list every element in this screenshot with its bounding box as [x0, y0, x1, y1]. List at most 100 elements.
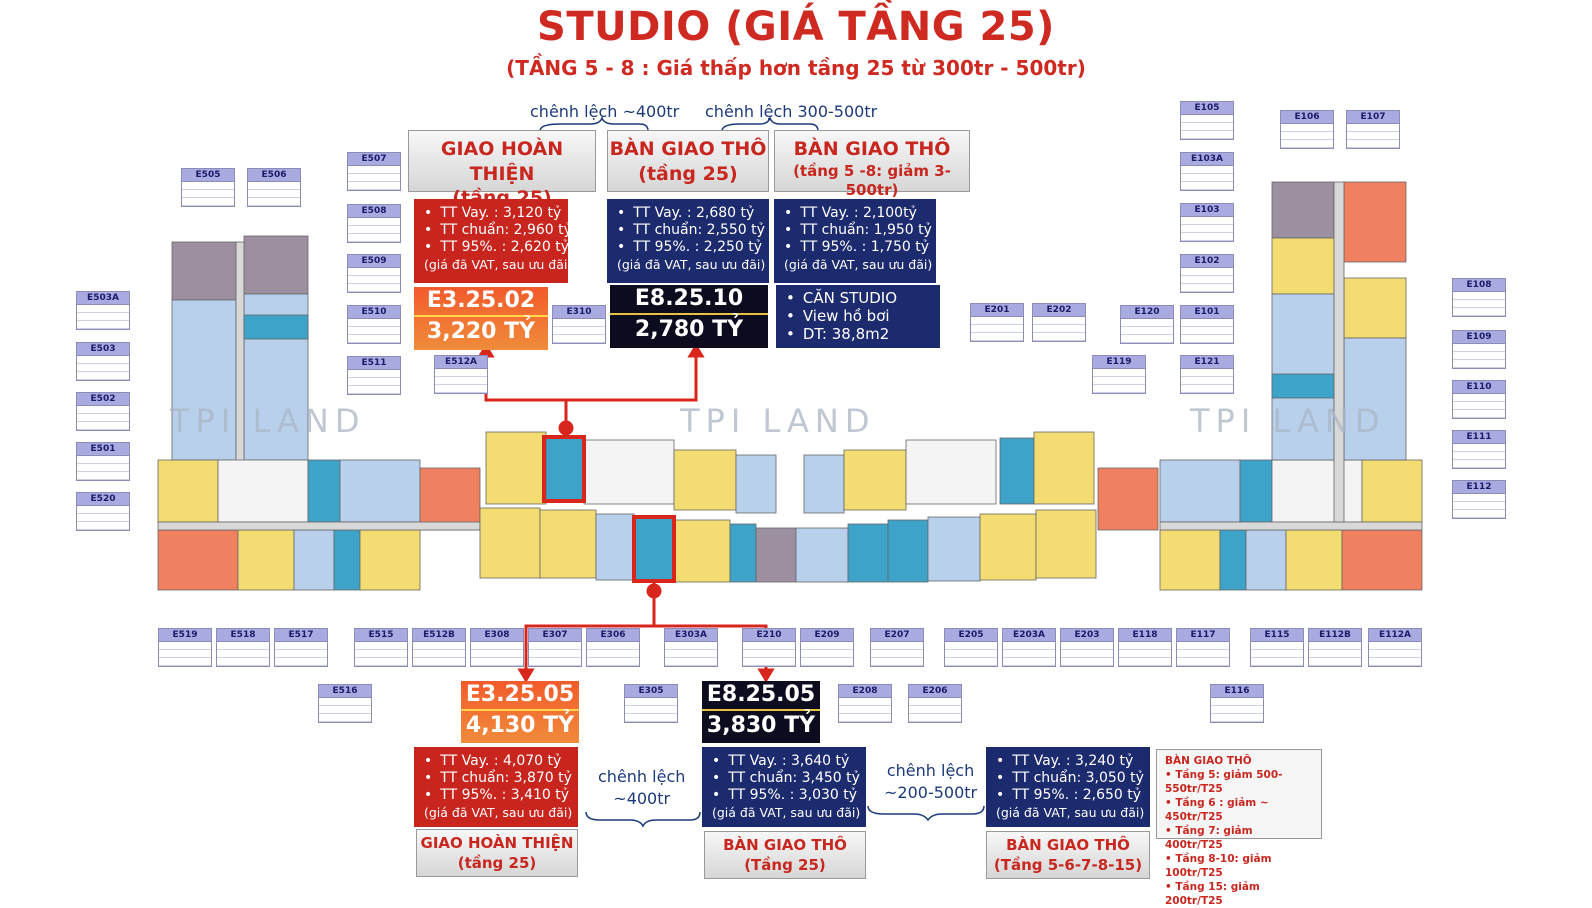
header-top-raw-5-8: BÀN GIAO THÔ(tầng 5 -8: giảm 3-500tr) [774, 130, 970, 199]
unit-details [665, 642, 717, 666]
unit-details [587, 642, 639, 666]
apartment-block [1159, 459, 1241, 523]
unit-code: E207 [871, 629, 923, 642]
apartment-block [795, 527, 849, 583]
apartment-block [359, 529, 421, 591]
unit-details [1453, 292, 1505, 316]
unit-details [159, 642, 211, 666]
unit-code: E120 [1121, 306, 1173, 319]
unit-label-e510: E510 [347, 305, 401, 344]
unit-label-e107: E107 [1346, 110, 1400, 149]
unit-details [1181, 166, 1233, 190]
unit-code: E108 [1453, 279, 1505, 292]
unit-details [471, 642, 523, 666]
unit-label-e512b: E512B [412, 628, 466, 667]
unit-details [319, 698, 371, 722]
unit-details [1453, 394, 1505, 418]
arrow-e8-25-10 [566, 352, 698, 402]
unit-label-e305: E305 [624, 684, 678, 723]
unit-code: E503 [77, 343, 129, 356]
unit-details [348, 370, 400, 394]
corridor [1333, 181, 1345, 523]
unit-details [248, 182, 300, 206]
unit-label-e206: E206 [908, 684, 962, 723]
unit-code: E503A [77, 292, 129, 305]
unit-details [1453, 444, 1505, 468]
unit-code: E516 [319, 685, 371, 698]
unit-label-e119: E119 [1092, 355, 1146, 394]
apartment-block [595, 513, 635, 581]
unit-details [743, 642, 795, 666]
unit-details [348, 268, 400, 292]
unit-details [909, 698, 961, 722]
apartment-block [673, 449, 737, 511]
apartment-block [1285, 529, 1343, 591]
unit-label-e203: E203 [1060, 628, 1114, 667]
unit-code: E110 [1453, 381, 1505, 394]
unit-code: E303A [665, 629, 717, 642]
unit-details [529, 642, 581, 666]
unit-label-e307: E307 [528, 628, 582, 667]
unit-code: E118 [1119, 629, 1171, 642]
unit-code: E520 [77, 493, 129, 506]
unit-code: E107 [1347, 111, 1399, 124]
header-top-raw-25: BÀN GIAO THÔ(tầng 25) [607, 130, 769, 192]
apartment-block [485, 431, 547, 505]
unit-details [1093, 369, 1145, 393]
unit-details [801, 642, 853, 666]
studio-info-box: CĂN STUDIO View hồ bơi DT: 38,8m2 [776, 285, 940, 348]
unit-code: E505 [182, 169, 234, 182]
price-box-top-raw-5-8: TT Vay. : 2,100tỷ TT chuẩn: 1,950 tỷ TT … [774, 199, 936, 283]
header-bottom-raw-25: BÀN GIAO THÔ(Tầng 25) [704, 831, 866, 879]
apartment-block [803, 454, 845, 514]
unit-details [348, 319, 400, 343]
unit-code: E502 [77, 393, 129, 406]
unit-label-e121: E121 [1180, 355, 1234, 394]
apartment-block [419, 467, 481, 531]
unit-details [1061, 642, 1113, 666]
apartment-block [905, 439, 997, 505]
page-title: STUDIO (GIÁ TẦNG 25) [537, 4, 1055, 50]
unit-details [77, 356, 129, 380]
unit-details [435, 369, 487, 393]
unit-code: E112B [1309, 629, 1361, 642]
unit-details [1309, 642, 1361, 666]
unit-label-e517: E517 [274, 628, 328, 667]
unit-label-e515: E515 [354, 628, 408, 667]
apartment-block [1033, 431, 1095, 505]
apartment-block [479, 507, 541, 579]
unit-label-e502: E502 [76, 392, 130, 431]
header-bottom-raw-5-15: BÀN GIAO THÔ(Tầng 5-6-7-8-15) [986, 831, 1150, 879]
apartment-block [673, 519, 731, 583]
apartment-block [339, 459, 421, 523]
unit-code: E506 [248, 169, 300, 182]
gap-note-top-left: chênh lệch ~400tr [530, 102, 680, 121]
unit-details [1347, 124, 1399, 148]
unit-code: E305 [625, 685, 677, 698]
price-box-top-finished: TT Vay. : 3,120 tỷ TT chuẩn: 2,960 tỷ TT… [414, 199, 572, 283]
unit-details [1211, 698, 1263, 722]
unit-code: E203A [1003, 629, 1055, 642]
unit-code: E306 [587, 629, 639, 642]
unit-label-e507: E507 [347, 152, 401, 191]
arrow-e3-25-05 [524, 581, 656, 674]
unit-details [275, 642, 327, 666]
unit-label-e210: E210 [742, 628, 796, 667]
price-box-bottom-raw-5-15: TT Vay. : 3,240 tỷ TT chuẩn: 3,050 tỷ TT… [986, 747, 1150, 827]
unit-label-e303a: E303A [664, 628, 718, 667]
unit-label-e103a: E103A [1180, 152, 1234, 191]
unit-code: E201 [971, 304, 1023, 317]
unit-details [625, 698, 677, 722]
unit-label-e201: E201 [970, 303, 1024, 342]
unit-label-e203a: E203A [1002, 628, 1056, 667]
unit-code: E208 [839, 685, 891, 698]
unit-code: E119 [1093, 356, 1145, 369]
unit-details [182, 182, 234, 206]
unit-details [1181, 268, 1233, 292]
unit-details [1003, 642, 1055, 666]
unit-code: E101 [1181, 306, 1233, 319]
unit-code: E103 [1181, 204, 1233, 217]
unit-label-e209: E209 [800, 628, 854, 667]
